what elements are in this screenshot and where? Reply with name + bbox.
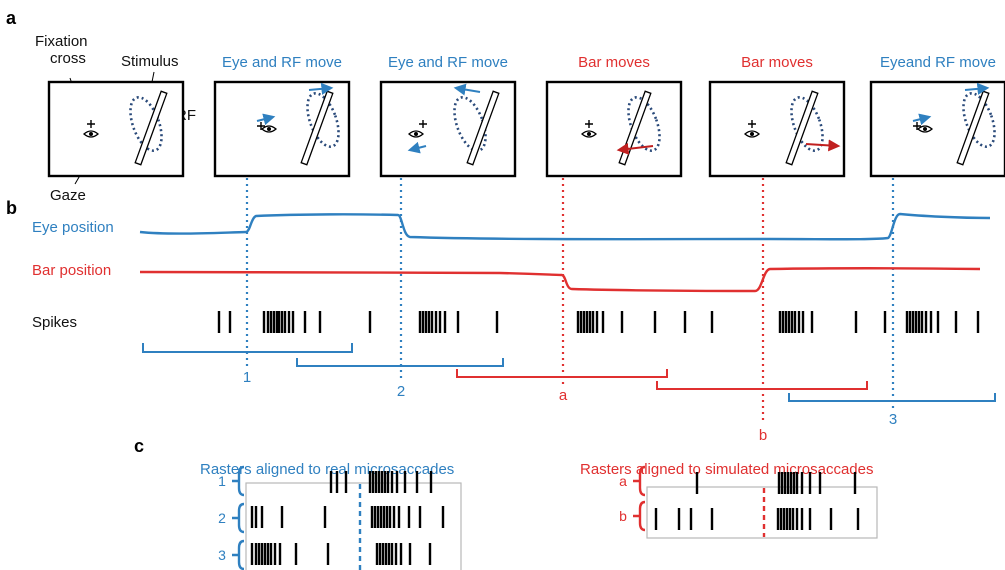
panel-letter-b: b: [6, 198, 17, 218]
eye-motion-arrow: [407, 141, 427, 154]
real-row-1-label: 1: [218, 473, 226, 489]
real-row-2-bracket: [232, 502, 245, 534]
stimulus-frame-3: Eye and RF move: [379, 54, 517, 178]
eye-icon: [744, 130, 760, 138]
eye-motion-arrow: [912, 113, 932, 126]
stimulus-frame-6: Eyeand RF move: [869, 54, 1005, 178]
fixation-cross-icon: [419, 120, 427, 128]
panel-letter-c: c: [134, 436, 144, 456]
eye-icon: [581, 130, 597, 138]
stimulus-frame-5: Bar moves: [708, 54, 846, 178]
stimulus-frame-1: [47, 80, 185, 178]
window-bracket-3: [788, 393, 996, 402]
eye-position-trace: [139, 212, 991, 241]
real-row-2-label: 2: [218, 510, 226, 526]
frame-title-6: Eyeand RF move: [880, 54, 996, 71]
real-rasters: 1 2 3: [218, 465, 445, 570]
stimulus-bar-icon: [134, 90, 168, 166]
bar-motion-arrow: [805, 139, 841, 152]
fixation-cross-icon: [913, 122, 921, 130]
stimulus-bar-icon: [785, 90, 819, 166]
frame-title-3: Eye and RF move: [388, 54, 508, 71]
receptive-field-icon: [790, 96, 824, 152]
frame-title-5: Bar moves: [741, 54, 813, 71]
event-label-3: 3: [889, 411, 897, 428]
real-row-3-bracket: [232, 539, 245, 570]
event-label-1: 1: [243, 369, 251, 386]
fixation-cross-icon: [585, 120, 593, 128]
pupil-icon: [89, 132, 93, 136]
window-bracket-b: [656, 381, 868, 390]
receptive-field-icon: [306, 92, 340, 148]
sim-row-a-label: a: [619, 473, 627, 489]
stimulus-frame-4: Bar moves: [545, 54, 683, 178]
event-label-2: 2: [397, 383, 405, 400]
pupil-icon: [267, 127, 271, 131]
sim-row-b-bracket: [633, 500, 646, 532]
pupil-icon: [587, 132, 591, 136]
frame-border: [708, 80, 846, 178]
eye-icon: [83, 130, 99, 138]
stimulus-annotation: Stimulus: [121, 53, 179, 70]
bar-position-trace: [139, 267, 981, 293]
frame-title-2: Eye and RF move: [222, 54, 342, 71]
eye-motion-arrow: [256, 113, 276, 126]
real-raster-box: [245, 482, 462, 570]
rf-motion-arrow: [308, 82, 334, 95]
event-label-b: b: [759, 427, 767, 444]
sim-row-b-label: b: [619, 508, 627, 524]
eye-icon: [261, 125, 277, 133]
frame-title-4: Bar moves: [578, 54, 650, 71]
stimulus-bar-icon: [466, 90, 500, 166]
window-bracket-1: [142, 343, 353, 353]
simulated-rasters-title: Rasters aligned to simulated microsaccad…: [580, 461, 873, 478]
pupil-icon: [923, 127, 927, 131]
bar-motion-arrow: [616, 142, 654, 155]
sim-row-a-bracket: [633, 465, 646, 497]
eye-icon: [917, 125, 933, 133]
eye-icon: [408, 130, 424, 138]
spike-train: [217, 311, 980, 333]
spikes-label: Spikes: [32, 314, 77, 331]
window-bracket-2: [296, 358, 504, 367]
simulated-rasters: ab: [619, 465, 860, 532]
real-row-1-bracket: [232, 465, 245, 497]
panel-letter-a: a: [6, 8, 17, 28]
frames-row: Eye and RF move Eye and RF move Bar moves B…: [47, 54, 1005, 178]
rf-motion-arrow: [964, 82, 990, 95]
eye-position-label: Eye position: [32, 219, 114, 236]
fixation-cross-icon: [257, 122, 265, 130]
receptive-field-icon: [962, 92, 996, 148]
window-bracket-a: [456, 369, 668, 378]
fixation-cross-icon: [748, 120, 756, 128]
stimulus-frame-2: Eye and RF move: [213, 54, 351, 178]
pupil-icon: [414, 132, 418, 136]
frame-border: [545, 80, 683, 178]
receptive-field-icon: [129, 96, 163, 152]
rf-motion-arrow: [453, 83, 481, 96]
fixation-cross-icon: [87, 120, 95, 128]
pupil-icon: [750, 132, 754, 136]
bar-position-label: Bar position: [32, 262, 111, 279]
fixation-label-line1: Fixation: [35, 33, 88, 50]
fixation-cross-annotation: Fixation cross: [35, 33, 92, 67]
event-label-a: a: [559, 387, 568, 404]
fixation-label-line2: cross: [50, 50, 86, 67]
simulated-raster-box: [646, 486, 878, 539]
gaze-annotation: Gaze: [50, 187, 86, 204]
real-rasters-title: Rasters aligned to real microsaccades: [200, 461, 454, 478]
real-row-3-label: 3: [218, 547, 226, 563]
